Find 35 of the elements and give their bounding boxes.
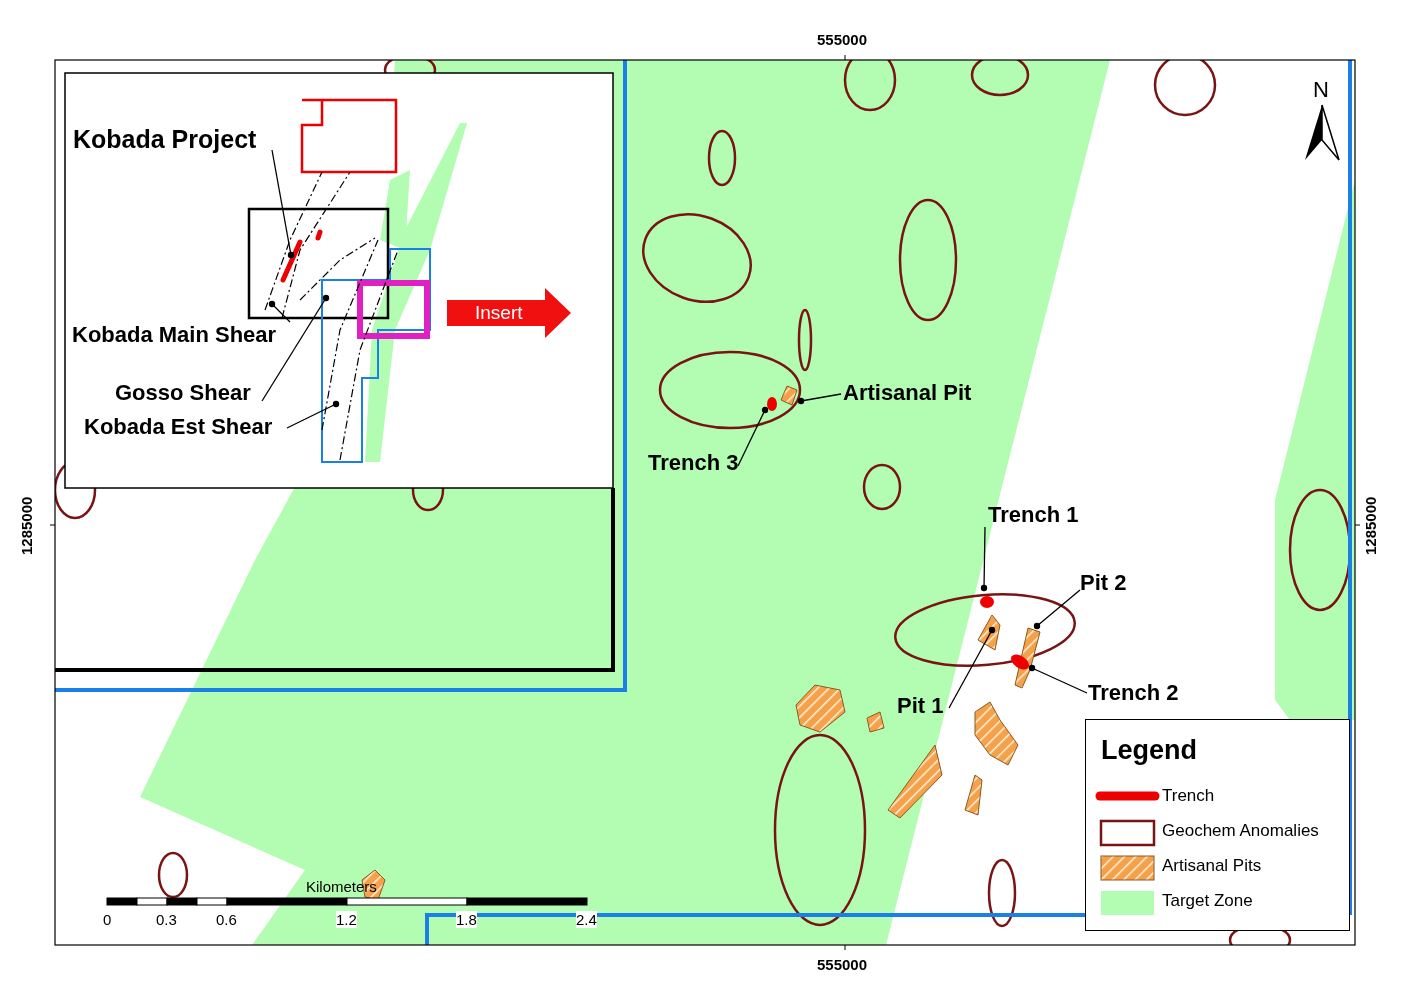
north-label: N	[1313, 77, 1329, 103]
legend-label: Artisanal Pits	[1162, 856, 1262, 876]
callout-label: Kobada Main Shear	[72, 322, 277, 348]
callout-label: Trench 1	[988, 502, 1079, 528]
callout-label: Pit 2	[1080, 570, 1127, 596]
legend-label: Target Zone	[1162, 891, 1253, 911]
scale-title: Kilometers	[306, 878, 377, 896]
legend-title: Legend	[1101, 735, 1197, 767]
leader-line	[286, 400, 340, 429]
leader-line	[271, 149, 295, 259]
callout-label: Trench 3	[648, 450, 739, 476]
leader-line	[737, 406, 769, 467]
coordinate-label: 1285000	[1362, 496, 1380, 555]
legend-label: Trench	[1162, 786, 1215, 806]
callout-label: Artisanal Pit	[843, 380, 972, 406]
scale-number: 1.8	[456, 911, 477, 929]
callout-label: Kobada Est Shear	[84, 414, 273, 440]
leader-line	[268, 300, 291, 323]
callout-label: Trench 2	[1088, 680, 1179, 706]
leader-line	[797, 393, 842, 405]
arrow-label: Insert	[475, 302, 523, 324]
scale-number: 1.2	[336, 911, 357, 929]
scale-number: 2.4	[576, 911, 597, 929]
leader-line	[948, 626, 996, 709]
leader-line	[980, 526, 988, 592]
leader-line	[261, 294, 330, 402]
callout-label: Pit 1	[897, 693, 944, 719]
coordinate-label: 555000	[817, 31, 868, 49]
coordinate-label: 1285000	[18, 496, 36, 555]
callout-label: Gosso Shear	[115, 380, 251, 406]
legend-label: Geochem Anomalies	[1162, 821, 1319, 841]
leader-line	[1033, 589, 1081, 630]
coordinate-label: 555000	[817, 956, 868, 974]
leader-line	[1028, 664, 1088, 694]
callout-label: Kobada Project	[73, 125, 257, 154]
